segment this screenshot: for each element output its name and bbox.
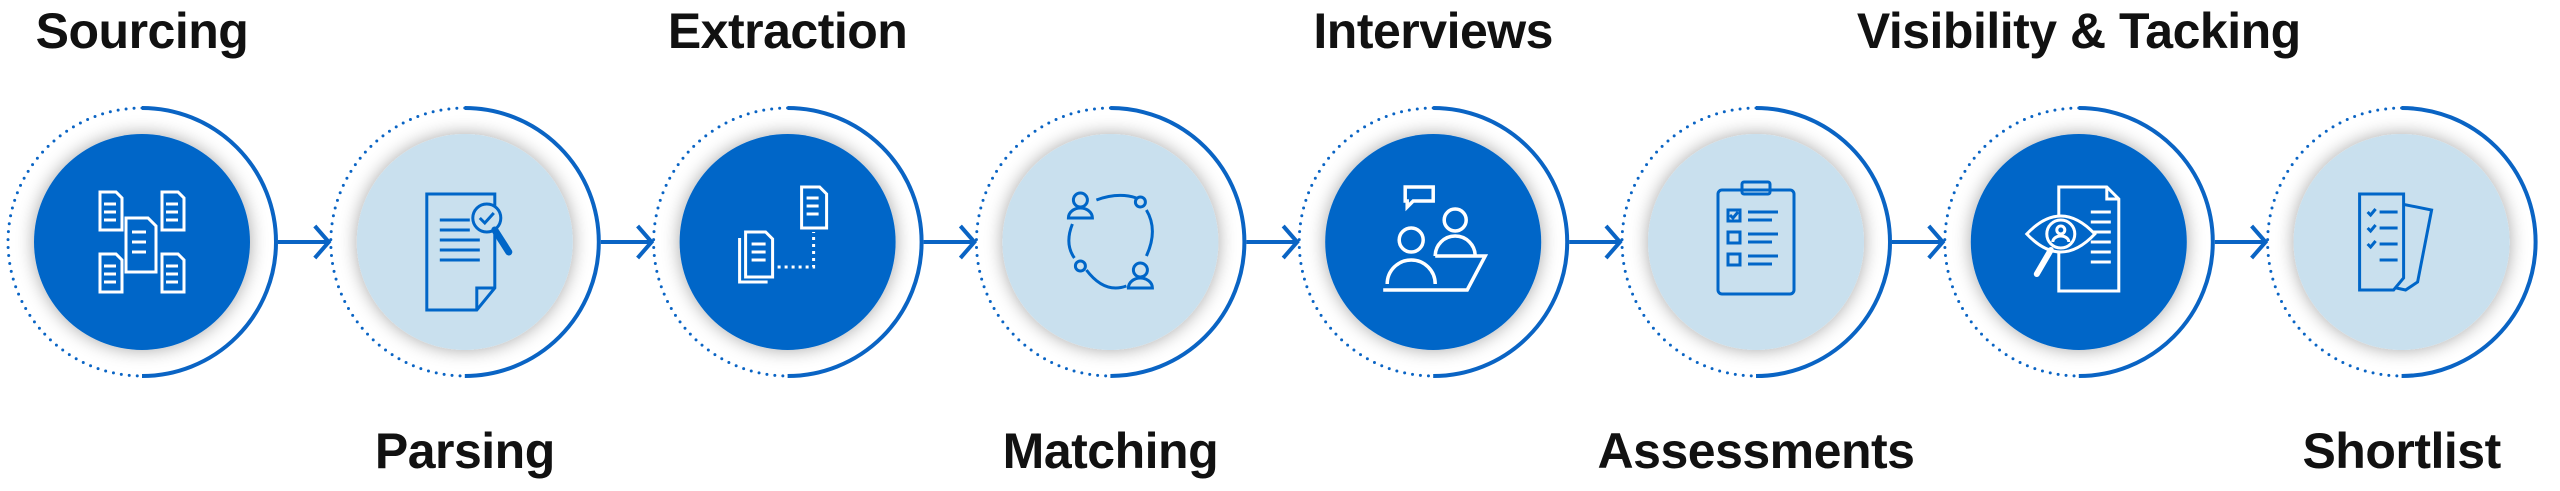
step-extraction (652, 106, 924, 378)
step-parsing (329, 106, 601, 378)
solid-ring (2078, 106, 2215, 378)
arrow-connector (1892, 224, 1946, 260)
arrow-connector (600, 224, 655, 260)
dotted-ring (6, 106, 144, 378)
checklist-documents-icon (2358, 192, 2434, 292)
step-label: Matching (1002, 423, 1219, 479)
step-matching (974, 106, 1247, 378)
users-connection-icon (1066, 191, 1154, 290)
step-circle (356, 134, 573, 350)
solid-ring (1110, 106, 1247, 378)
step-interviews (1297, 106, 1570, 378)
step-shortlist (2266, 106, 2538, 378)
dotted-ring (329, 106, 467, 378)
clipboard-checklist-icon (1716, 180, 1796, 296)
step-circle (1002, 134, 1219, 350)
step-label: Sourcing (35, 3, 249, 59)
document-search-check-icon (425, 192, 513, 312)
solid-ring (787, 106, 924, 378)
eye-document-icon (2024, 185, 2121, 293)
solid-ring (141, 106, 278, 378)
dotted-ring (1297, 106, 1435, 378)
step-circle (1325, 134, 1542, 350)
step-label: Interviews (1313, 3, 1553, 59)
arrow-connector (2214, 224, 2269, 260)
dotted-ring (2266, 106, 2404, 378)
step-assessments (1620, 106, 1892, 378)
documents-network-icon (98, 190, 186, 294)
step-circle (679, 134, 896, 350)
solid-ring (1755, 106, 1892, 378)
step-label: Assessments (1597, 423, 1915, 479)
interview-chat-icon (1383, 185, 1489, 292)
solid-ring (1433, 106, 1570, 378)
documents-transfer-icon (738, 185, 829, 284)
dotted-ring (974, 106, 1112, 378)
dotted-ring (1943, 106, 2081, 378)
step-label: Shortlist (2302, 423, 2501, 479)
step-label: Extraction (667, 3, 908, 59)
arrow-connector (1246, 224, 1300, 260)
solid-ring (2401, 106, 2538, 378)
arrow-connector (278, 224, 332, 260)
step-label: Parsing (374, 423, 555, 479)
arrow-connector (923, 224, 978, 260)
step-label: Visibility & Tacking (1856, 3, 2301, 59)
dotted-ring (652, 106, 790, 378)
solid-ring (464, 106, 601, 378)
dotted-ring (1620, 106, 1758, 378)
arrow-connector (1569, 224, 1623, 260)
step-visibility-tacking (1943, 106, 2215, 378)
step-sourcing (6, 106, 278, 378)
